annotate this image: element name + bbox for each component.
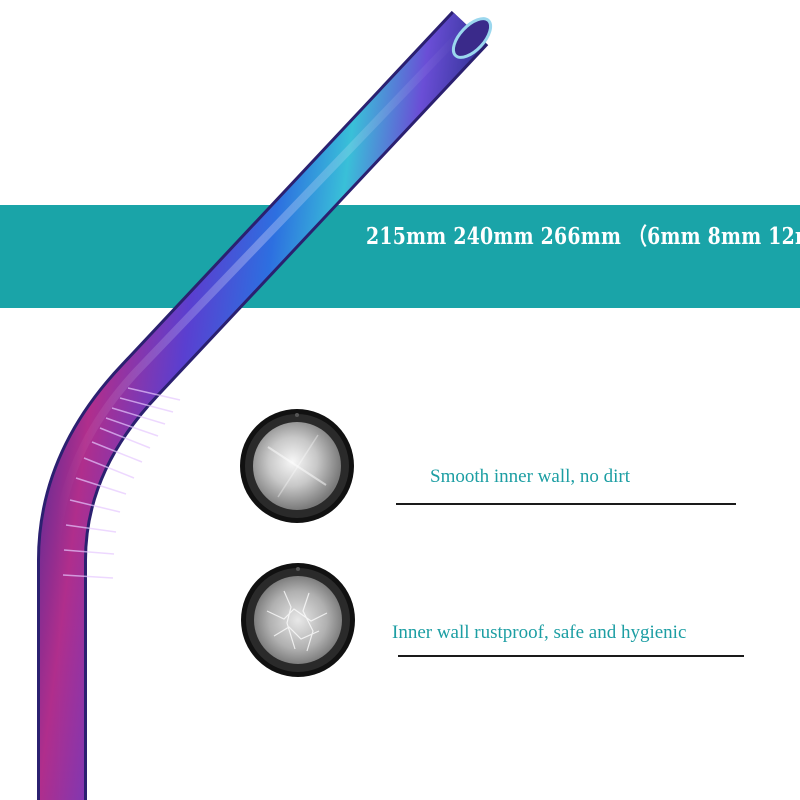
size-options-text: 215mm 240mm 266mm （6mm 8mm 12mm） (366, 223, 800, 250)
straw-cross-section-rustproof (241, 563, 355, 677)
straw-opening (451, 17, 493, 59)
bend-ridges (62, 387, 181, 579)
feature-underline (398, 655, 744, 657)
feature-underline (396, 503, 736, 505)
size-banner (0, 205, 800, 308)
feature-smooth-inner-wall: Smooth inner wall, no dirt (430, 466, 631, 487)
straw-highlight (52, 29, 465, 800)
feature-rustproof-inner-wall: Inner wall rustproof, safe and hygienic (392, 622, 687, 643)
straw-body (40, 12, 487, 800)
straw-cross-section-smooth (240, 409, 354, 523)
